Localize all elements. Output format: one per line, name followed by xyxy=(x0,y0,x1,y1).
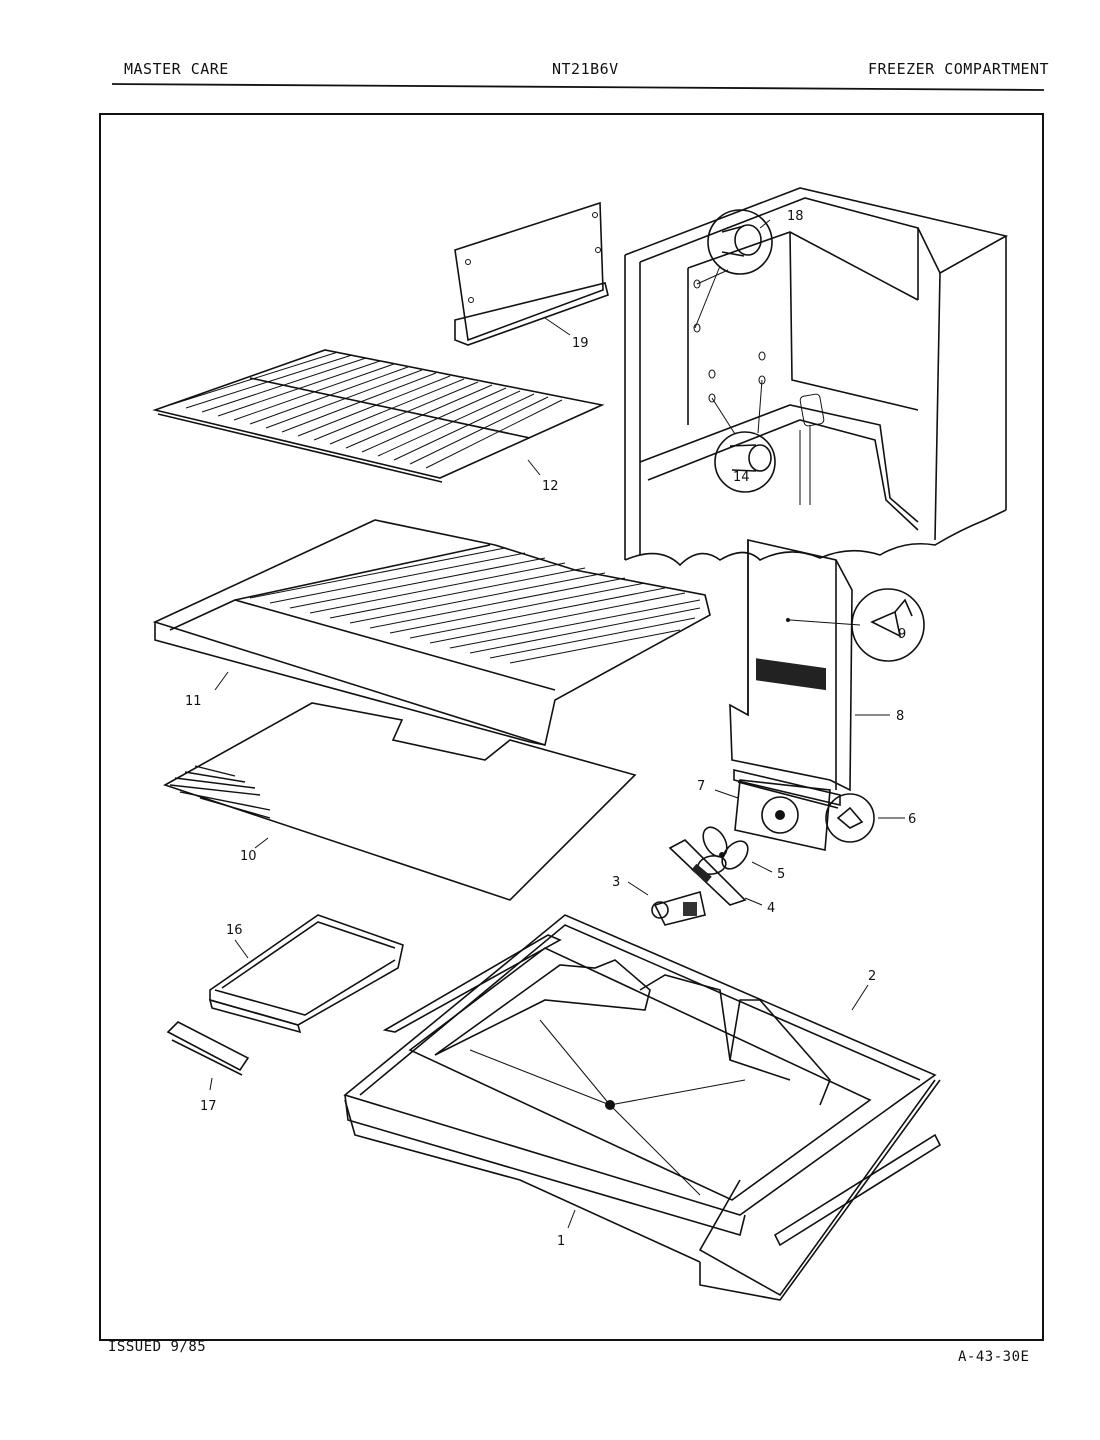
callout-4: 4 xyxy=(767,901,775,916)
freezer-cabinet-liner xyxy=(624,187,1009,567)
bottom-liner xyxy=(343,914,942,1301)
fan-motor-bracket xyxy=(734,779,875,851)
fan-blade xyxy=(697,826,749,875)
ice-basket xyxy=(208,914,404,1034)
evaporator-cover xyxy=(729,538,925,809)
freezer-shelf-tray xyxy=(152,519,711,747)
callout-18: 18 xyxy=(787,209,804,224)
wire-shelf xyxy=(152,349,605,483)
model-number: NT21B6V xyxy=(552,60,619,78)
cover-panel xyxy=(163,702,637,901)
trim-strip xyxy=(166,1021,250,1076)
callout-11: 11 xyxy=(185,694,202,709)
brand-label: MASTER CARE xyxy=(124,60,229,78)
callout-19: 19 xyxy=(572,336,589,351)
callout-10: 10 xyxy=(240,849,257,864)
callout-12: 12 xyxy=(542,479,559,494)
callout-1: 1 xyxy=(557,1234,565,1249)
defrost-thermostat xyxy=(668,839,747,906)
callout-14: 14 xyxy=(733,470,750,485)
callout-9: 9 xyxy=(898,627,906,642)
header-rule xyxy=(111,83,1045,91)
callout-2: 2 xyxy=(868,969,876,984)
callout-16: 16 xyxy=(226,923,243,938)
callout-8: 8 xyxy=(896,709,904,724)
callout-5: 5 xyxy=(777,867,785,882)
drawing-frame xyxy=(99,113,1044,1341)
leader-lines xyxy=(209,219,905,1229)
callout-3: 3 xyxy=(612,875,620,890)
document-code: A-43-30E xyxy=(958,1349,1030,1365)
divider-panel xyxy=(454,201,609,346)
callout-17: 17 xyxy=(200,1099,217,1114)
callout-7: 7 xyxy=(697,779,705,794)
section-title: FREEZER COMPARTMENT xyxy=(868,60,1050,78)
damper-control xyxy=(651,890,706,926)
callout-6: 6 xyxy=(908,812,916,827)
issue-date: ISSUED 9/85 xyxy=(108,1339,207,1355)
